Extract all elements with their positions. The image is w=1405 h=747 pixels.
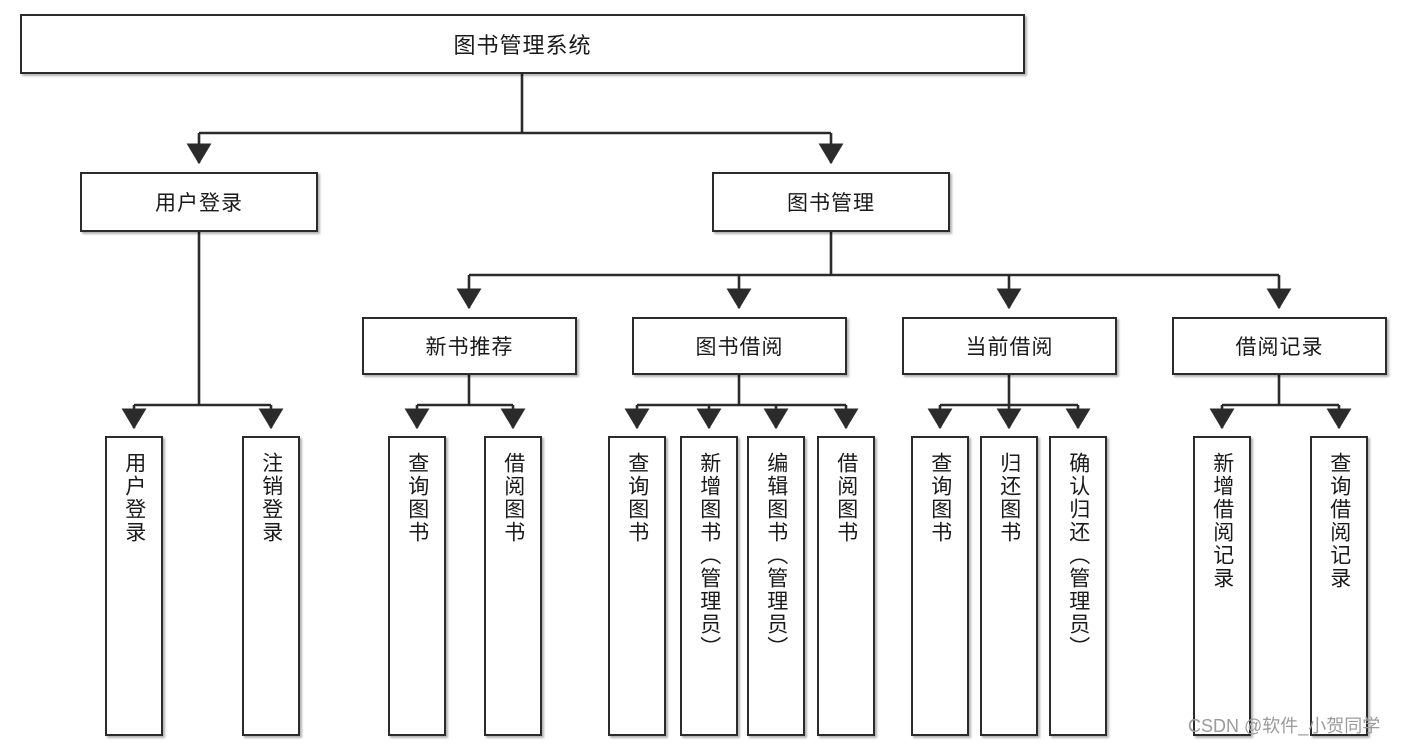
node-leaf-return-book[interactable]: 归还图书 <box>980 436 1038 736</box>
node-label: 归还图书 <box>997 452 1021 544</box>
node-leaf-query-book-2[interactable]: 查询图书 <box>608 436 666 736</box>
node-label: 注销登录 <box>259 452 283 544</box>
node-leaf-user-login[interactable]: 用户登录 <box>105 436 163 736</box>
node-label: 查询图书 <box>405 452 429 544</box>
node-leaf-borrow-book-1[interactable]: 借阅图书 <box>484 436 542 736</box>
node-borrow-record[interactable]: 借阅记录 <box>1172 317 1387 375</box>
node-label: 确认归还（管理员） <box>1066 452 1090 659</box>
node-label: 用户登录 <box>122 452 146 544</box>
node-leaf-query-book-3[interactable]: 查询图书 <box>911 436 969 736</box>
node-label: 借阅记录 <box>1235 336 1324 359</box>
node-leaf-add-record[interactable]: 新增借阅记录 <box>1193 436 1251 736</box>
node-label: 用户登录 <box>155 192 243 215</box>
node-leaf-borrow-book-2[interactable]: 借阅图书 <box>817 436 875 736</box>
node-current-borrow[interactable]: 当前借阅 <box>902 317 1117 375</box>
node-leaf-confirm-return[interactable]: 确认归还（管理员） <box>1049 436 1107 736</box>
node-label: 借阅图书 <box>834 452 858 544</box>
node-label: 借阅图书 <box>501 452 525 544</box>
watermark-text: CSDN @软件_小贺同学 <box>1188 716 1381 736</box>
node-label: 查询借阅记录 <box>1327 452 1351 590</box>
node-label: 图书管理系统 <box>453 33 592 58</box>
node-label: 新增图书（管理员） <box>697 452 721 659</box>
node-label: 图书管理 <box>787 192 875 215</box>
node-leaf-query-record[interactable]: 查询借阅记录 <box>1310 436 1368 736</box>
node-label: 新书推荐 <box>425 336 514 359</box>
node-new-book-recommend[interactable]: 新书推荐 <box>362 317 577 375</box>
node-label: 查询图书 <box>928 452 952 544</box>
node-label: 查询图书 <box>625 452 649 544</box>
node-label: 图书借阅 <box>695 336 784 359</box>
node-leaf-logout[interactable]: 注销登录 <box>242 436 300 736</box>
node-label: 编辑图书（管理员） <box>764 452 788 659</box>
node-book-manage[interactable]: 图书管理 <box>712 172 950 232</box>
node-label: 新增借阅记录 <box>1210 452 1234 590</box>
node-label: 当前借阅 <box>965 336 1054 359</box>
node-book-borrow[interactable]: 图书借阅 <box>632 317 847 375</box>
node-leaf-query-book-1[interactable]: 查询图书 <box>388 436 446 736</box>
node-leaf-edit-book[interactable]: 编辑图书（管理员） <box>747 436 805 736</box>
node-user-login[interactable]: 用户登录 <box>80 172 318 232</box>
node-leaf-add-book[interactable]: 新增图书（管理员） <box>680 436 738 736</box>
node-root-book-management-system[interactable]: 图书管理系统 <box>20 14 1025 74</box>
